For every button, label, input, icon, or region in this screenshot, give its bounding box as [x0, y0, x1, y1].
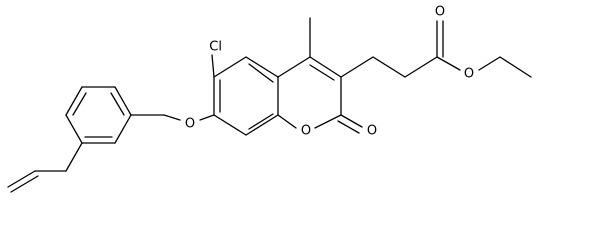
ether-bond — [199, 114, 215, 121]
pyranone-bond — [277, 56, 311, 78]
vinyl-double-bond-inner — [10, 175, 39, 193]
ester-oxygen-bond — [436, 56, 461, 71]
benzene-bond — [65, 114, 83, 144]
benzene-inner-bond — [72, 92, 87, 116]
carbonyl-double-bond-inner — [337, 120, 360, 134]
benzene-bond — [65, 142, 83, 172]
ether-bond — [163, 114, 181, 121]
coumarin-bond — [245, 114, 279, 136]
coumarin-inner-bond — [248, 113, 274, 130]
ring-oxygen-label: O — [301, 124, 311, 139]
benzene-bond — [114, 86, 132, 116]
carbonyl-oxygen-label: O — [367, 124, 377, 139]
coumarin-bond — [213, 56, 247, 78]
benzene-inner-bond — [110, 92, 125, 116]
pyranone-bond — [314, 114, 342, 129]
chlorine-label: Cl — [209, 40, 222, 55]
pyranone-bond — [309, 56, 342, 78]
ethyl-bond — [478, 56, 501, 71]
coumarin-bond — [213, 114, 247, 136]
ester-carbonyl-oxygen-label: O — [435, 5, 445, 20]
ether-oxygen-label: O — [185, 117, 195, 132]
chlorine-bond — [211, 54, 215, 78]
benzene-bond — [65, 86, 83, 116]
carbonyl-double-bond — [340, 114, 363, 128]
bond-lines — [7, 17, 532, 193]
vinyl-double-bond — [7, 170, 36, 188]
pyranone-inner-bond — [309, 64, 335, 81]
propanoate-bond — [372, 56, 406, 78]
chemical-structure: Cl O O O O O — [7, 5, 532, 193]
benzene-bond — [114, 114, 132, 144]
propanoate-bond — [404, 56, 438, 78]
ethyl-bond — [499, 56, 532, 78]
propanoate-bond — [340, 56, 374, 78]
atom-labels: Cl O O O O O — [185, 5, 474, 139]
pyranone-bond — [277, 114, 297, 129]
coumarin-bond — [245, 56, 279, 78]
coumarin-inner-bond — [248, 63, 274, 83]
ester-oxygen-label: O — [464, 67, 474, 82]
